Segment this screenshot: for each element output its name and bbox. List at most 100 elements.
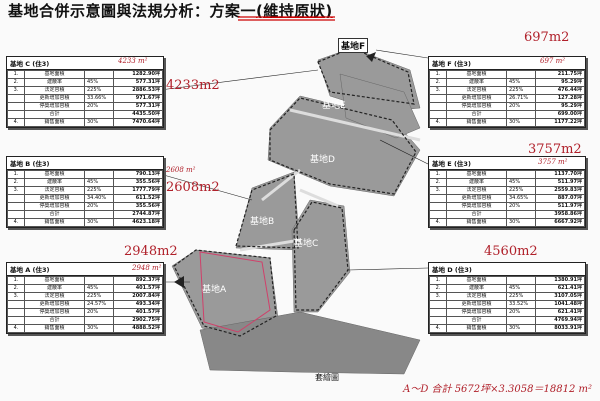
street-grid (171, 47, 421, 375)
total-area-note: A～D 合計 5672坪×3.3058＝18812 m² (403, 384, 592, 395)
map-label-c: 基地C (294, 239, 319, 249)
road-line-4 (239, 238, 301, 252)
hand-note-f: 697 m² (540, 57, 566, 65)
card-header: 基地 E (住3) (429, 157, 585, 170)
block-e (339, 73, 421, 139)
road-line-1 (289, 108, 421, 142)
card-header: 基地 D (住3) (429, 263, 585, 276)
leader-lines (159, 49, 429, 283)
outline-a-highlight (199, 251, 271, 333)
card-header: 基地 F (住3) (429, 57, 585, 70)
title-main: 基地合併示意圖與法規分析：方案一 (8, 2, 257, 20)
map-label-a: 基地A (202, 285, 227, 295)
road-line-3 (299, 188, 339, 208)
road-line-2 (261, 168, 301, 202)
card-header: 基地 A (住3) (7, 263, 163, 276)
map-caption: 套繪圖 (315, 373, 339, 382)
hand-note-e: 3757 m² (538, 158, 568, 166)
area-label-c: 4233m2 (166, 78, 220, 93)
block-c (291, 199, 351, 313)
page-title: 基地合併示意圖與法規分析：方案一(維持原狀) (8, 0, 333, 21)
arrow-a (174, 276, 184, 288)
leader-c (159, 69, 319, 91)
road-lines (239, 108, 421, 252)
outline-a (173, 249, 277, 337)
area-label-f: 697m2 (524, 30, 570, 45)
map-label-b: 基地B (250, 217, 275, 227)
map-label-e: 基地E (322, 101, 346, 111)
title-emphasis: (維持原狀) (256, 2, 333, 20)
leader-d (347, 267, 429, 271)
south-road (199, 311, 421, 375)
map-label-f: 基地F (338, 38, 369, 53)
leader-b (159, 173, 253, 201)
hand-note-a: 2948 m² (132, 264, 162, 272)
area-label-d: 4560m2 (484, 244, 538, 259)
leader-e (379, 139, 429, 165)
outline-b (235, 173, 299, 249)
area-label-e: 3757m2 (528, 142, 582, 157)
map-label-d: 基地D (310, 155, 335, 165)
card-header: 基地 B (住3) (7, 157, 163, 170)
area-label-a: 2948m2 (124, 244, 178, 259)
card-header: 基地 C (住3) (7, 57, 163, 70)
arrow-f (366, 52, 376, 62)
leader-f (375, 49, 429, 59)
outline-d (269, 97, 417, 195)
